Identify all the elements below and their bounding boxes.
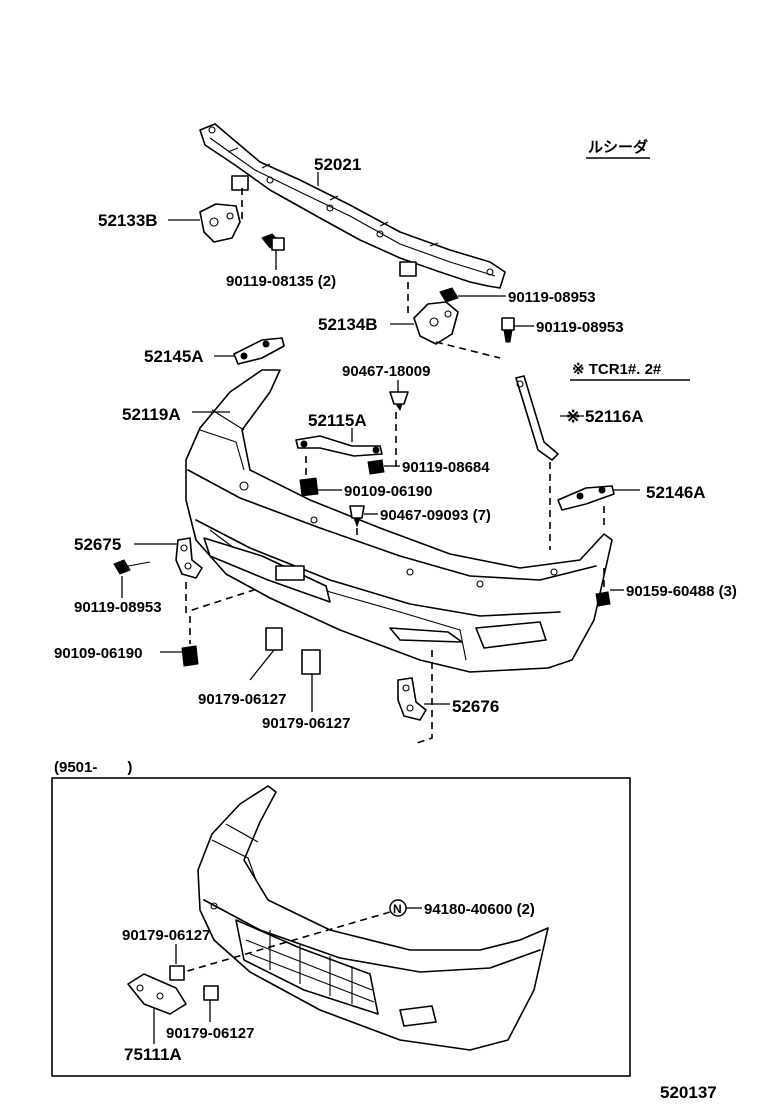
label-90119-08684: 90119-08684 bbox=[402, 459, 490, 476]
bumper-cover-inset bbox=[197, 785, 549, 1051]
label-90119-08953-b: 90119-08953 bbox=[536, 319, 624, 336]
bracket-52675 bbox=[175, 537, 203, 579]
bracket-52134B bbox=[413, 301, 459, 345]
leader-90179-06127-a bbox=[249, 649, 275, 681]
dash-52676 bbox=[413, 650, 433, 745]
bracket-52133B bbox=[199, 203, 241, 243]
reinforcement-52021 bbox=[199, 123, 506, 289]
stay-52116A bbox=[515, 375, 559, 461]
clip-90467-18009 bbox=[389, 391, 409, 412]
label-52146A: 52146A bbox=[646, 483, 706, 502]
label-90179-06127-a: 90179-06127 bbox=[198, 691, 286, 708]
label-52145A: 52145A bbox=[144, 347, 204, 366]
n-marker-text: N bbox=[393, 902, 402, 916]
label-52119A: 52119A bbox=[122, 405, 181, 424]
tcr-label: ※ TCR1#. 2# bbox=[572, 361, 662, 378]
label-52115A: 52115A bbox=[308, 411, 367, 430]
bolt-90159-60488 bbox=[595, 591, 611, 607]
bolt-90119-08953-c bbox=[113, 559, 151, 575]
retainer-52115A bbox=[295, 435, 383, 457]
label-90119-08953-c: 90119-08953 bbox=[74, 599, 162, 616]
n-marker-icon: N bbox=[389, 899, 407, 917]
label-90119-08953-a: 90119-08953 bbox=[508, 289, 596, 306]
bolt-90119-08953-a bbox=[439, 287, 459, 303]
label-90159-60488: 90159-60488 (3) bbox=[626, 583, 737, 600]
label-52676: 52676 bbox=[452, 697, 499, 716]
bracket-75111A bbox=[127, 973, 187, 1015]
bolt-90109-06190-a bbox=[299, 477, 319, 497]
inset-label: (9501- ) bbox=[54, 759, 132, 776]
label-90179-06127-b: 90179-06127 bbox=[262, 715, 350, 732]
bolt-90119-08684 bbox=[367, 459, 385, 475]
bolt-90119-08135 bbox=[261, 233, 285, 251]
label-90109-06190-b: 90109-06190 bbox=[54, 645, 142, 662]
clip-90467-09093 bbox=[349, 505, 365, 528]
label-52116A: ※ 52116A bbox=[566, 407, 644, 426]
retainer-52145A bbox=[233, 337, 285, 365]
nut-90179-06127-b bbox=[301, 649, 321, 675]
label-52134B: 52134B bbox=[318, 315, 378, 334]
nut-90179-06127-a bbox=[265, 627, 283, 651]
label-90179-06127-d: 90179-06127 bbox=[166, 1025, 254, 1042]
bracket-52676 bbox=[397, 677, 427, 721]
drawing-number: 520137 bbox=[660, 1083, 717, 1102]
dash-52134B bbox=[407, 282, 501, 359]
bolt-90119-08953-b bbox=[501, 317, 515, 343]
label-90109-06190-a: 90109-06190 bbox=[344, 483, 432, 500]
label-52675: 52675 bbox=[74, 535, 121, 554]
bumper-cover-52119A bbox=[185, 369, 613, 673]
label-90467-09093: 90467-09093 (7) bbox=[380, 507, 491, 524]
label-75111A: 75111A bbox=[124, 1045, 182, 1064]
bolt-90109-06190-b bbox=[181, 645, 199, 667]
inset-box bbox=[51, 777, 631, 1077]
label-52021: 52021 bbox=[314, 155, 361, 174]
nut-90179-06127-c bbox=[169, 965, 185, 981]
nut-90179-06127-d bbox=[203, 985, 219, 1001]
label-94180-40600: 94180-40600 (2) bbox=[424, 901, 535, 918]
label-52133B: 52133B bbox=[98, 211, 158, 230]
label-90467-18009: 90467-18009 bbox=[342, 363, 430, 380]
dash-52675 bbox=[185, 582, 261, 614]
variant-label: ルシーダ bbox=[588, 138, 648, 156]
label-90179-06127-c: 90179-06127 bbox=[122, 927, 210, 944]
label-90119-08135: 90119-08135 (2) bbox=[226, 273, 336, 290]
retainer-52146A bbox=[557, 485, 615, 511]
